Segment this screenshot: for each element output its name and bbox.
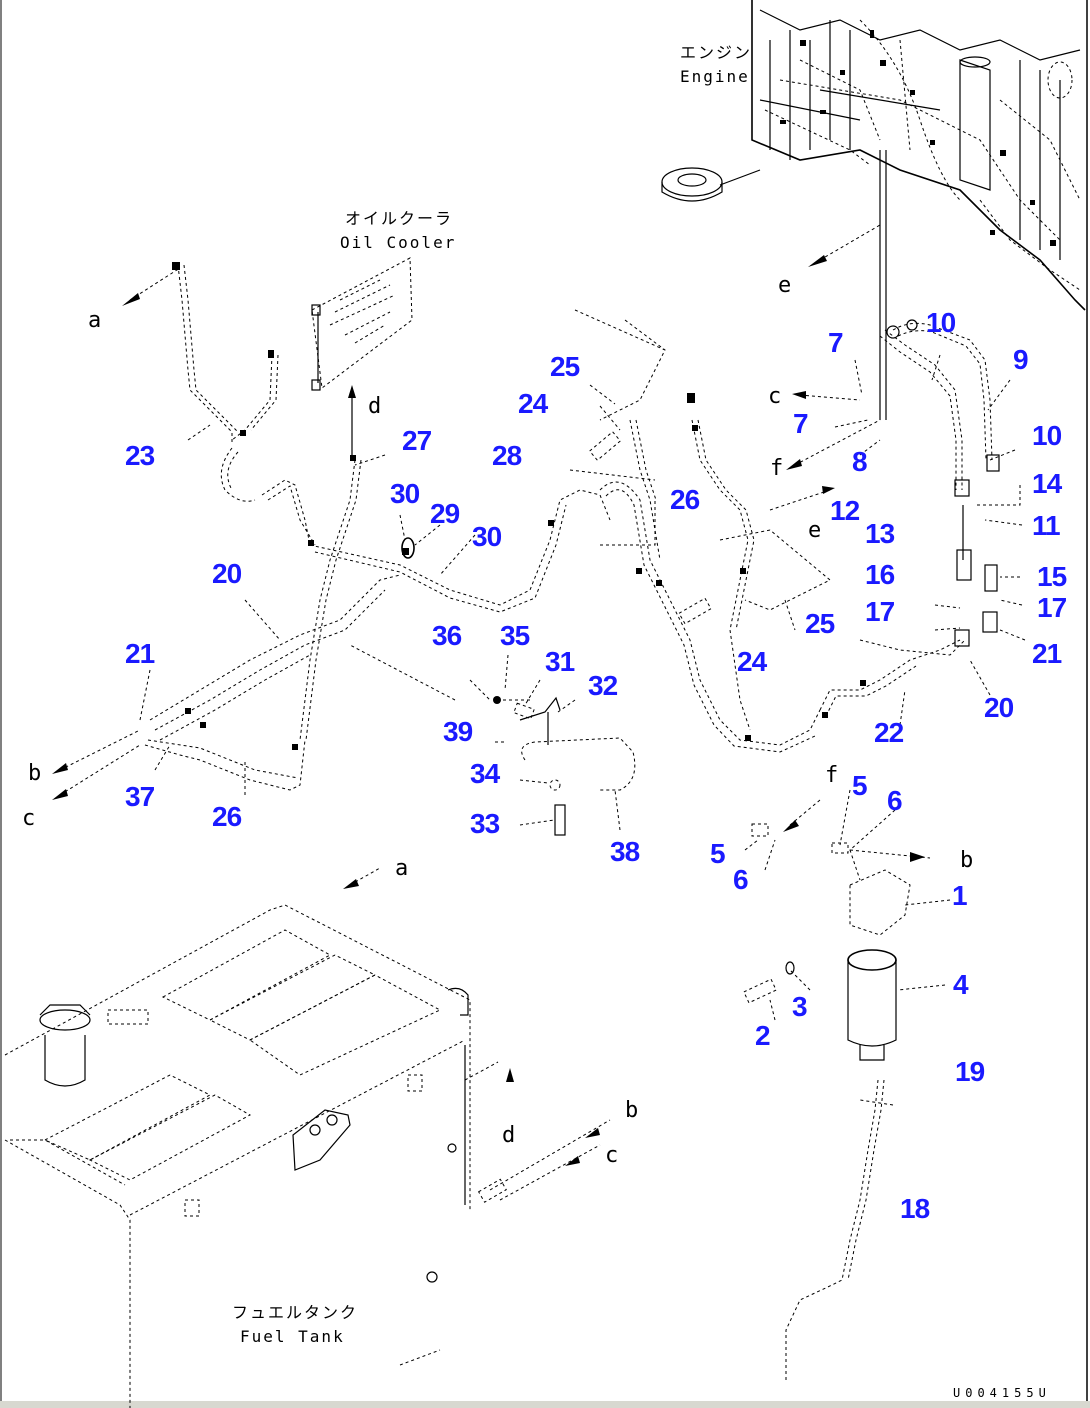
ref-b: b bbox=[960, 848, 974, 873]
callout-part-7: 7 bbox=[793, 408, 809, 439]
callout-part-14: 14 bbox=[1032, 468, 1062, 499]
callout-part-38: 38 bbox=[610, 836, 640, 867]
callout-part-11: 11 bbox=[1032, 510, 1061, 541]
callout-part-28: 28 bbox=[492, 440, 522, 471]
callout-part-15: 15 bbox=[1037, 561, 1067, 592]
callout-part-21: 21 bbox=[1032, 638, 1062, 669]
drawing-code: U004155U bbox=[953, 1386, 1051, 1400]
callout-part-9: 9 bbox=[1013, 344, 1029, 375]
callout-part-21: 21 bbox=[125, 638, 155, 669]
engine-assembly bbox=[661, 0, 1086, 420]
frame-bottom-border bbox=[0, 1401, 1090, 1408]
ref-c: c bbox=[22, 806, 36, 831]
callout-part-5: 5 bbox=[710, 838, 726, 869]
piping-harness bbox=[144, 262, 1000, 1380]
ref-f: f bbox=[825, 763, 839, 788]
ref-d: d bbox=[368, 394, 382, 419]
callout-part-29: 29 bbox=[430, 498, 460, 529]
callout-part-10: 10 bbox=[926, 307, 956, 338]
callout-part-4: 4 bbox=[953, 969, 969, 1000]
callout-part-33: 33 bbox=[470, 808, 500, 839]
callout-part-3: 3 bbox=[792, 991, 808, 1022]
frame-left-border bbox=[0, 0, 2, 1401]
ref-e: e bbox=[778, 273, 792, 298]
oil-cooler bbox=[311, 257, 413, 391]
engine-caption-en: Engine bbox=[680, 67, 750, 86]
callout-part-35: 35 bbox=[500, 620, 530, 651]
callout-part-13: 13 bbox=[865, 518, 895, 549]
callout-part-17: 17 bbox=[865, 596, 895, 627]
callout-part-10: 10 bbox=[1032, 420, 1062, 451]
callout-part-23: 23 bbox=[125, 440, 155, 471]
callout-part-39: 39 bbox=[443, 716, 473, 747]
ref-a: a bbox=[395, 856, 409, 881]
callout-part-16: 16 bbox=[865, 559, 895, 590]
callout-part-27: 27 bbox=[402, 425, 432, 456]
fuel-tank-caption-jp: フュエルタンク bbox=[232, 1303, 359, 1322]
callout-part-34: 34 bbox=[470, 758, 500, 789]
fuel-tank bbox=[4, 904, 507, 1408]
leader-lines bbox=[139, 309, 1026, 1106]
ref-e: e bbox=[808, 518, 822, 543]
oil-cooler-caption-en: Oil Cooler bbox=[340, 233, 457, 252]
ref-c: c bbox=[605, 1143, 619, 1168]
callout-part-19: 19 bbox=[955, 1056, 985, 1087]
callout-part-17: 17 bbox=[1037, 592, 1067, 623]
callout-part-18: 18 bbox=[900, 1193, 930, 1224]
ref-b: b bbox=[28, 761, 42, 786]
callout-part-30: 30 bbox=[390, 478, 420, 509]
callout-part-36: 36 bbox=[432, 620, 462, 651]
callout-part-20: 20 bbox=[984, 692, 1014, 723]
callout-part-31: 31 bbox=[545, 646, 575, 677]
flow-arrows bbox=[52, 224, 931, 1201]
callout-part-24: 24 bbox=[518, 388, 548, 419]
callout-part-5: 5 bbox=[852, 770, 868, 801]
callout-part-12: 12 bbox=[830, 495, 860, 526]
callout-part-25: 25 bbox=[550, 351, 580, 382]
callout-part-1: 1 bbox=[952, 880, 968, 911]
callout-part-32: 32 bbox=[588, 670, 618, 701]
callout-part-24: 24 bbox=[737, 646, 767, 677]
fuel-tank-caption-en: Fuel Tank bbox=[240, 1327, 345, 1346]
ref-c: c bbox=[768, 384, 782, 409]
callout-part-20: 20 bbox=[212, 558, 242, 589]
callout-part-6: 6 bbox=[887, 785, 903, 816]
ref-d: d bbox=[502, 1123, 516, 1148]
callout-part-8: 8 bbox=[852, 446, 868, 477]
ref-b: b bbox=[625, 1098, 639, 1123]
callout-part-7: 7 bbox=[828, 327, 844, 358]
callout-part-25: 25 bbox=[805, 608, 835, 639]
engine-caption-jp: エンジン bbox=[680, 43, 753, 62]
callout-part-30: 30 bbox=[472, 521, 502, 552]
callout-part-22: 22 bbox=[874, 717, 904, 748]
oil-cooler-caption-jp: オイルクーラ bbox=[345, 209, 454, 228]
callout-part-6: 6 bbox=[733, 864, 749, 895]
callout-part-2: 2 bbox=[755, 1020, 771, 1051]
callout-part-37: 37 bbox=[125, 781, 155, 812]
callout-part-26: 26 bbox=[212, 801, 242, 832]
frame-right-border bbox=[1086, 0, 1088, 1401]
ref-a: a bbox=[88, 308, 102, 333]
callout-part-26: 26 bbox=[670, 484, 700, 515]
ref-f: f bbox=[770, 456, 784, 481]
